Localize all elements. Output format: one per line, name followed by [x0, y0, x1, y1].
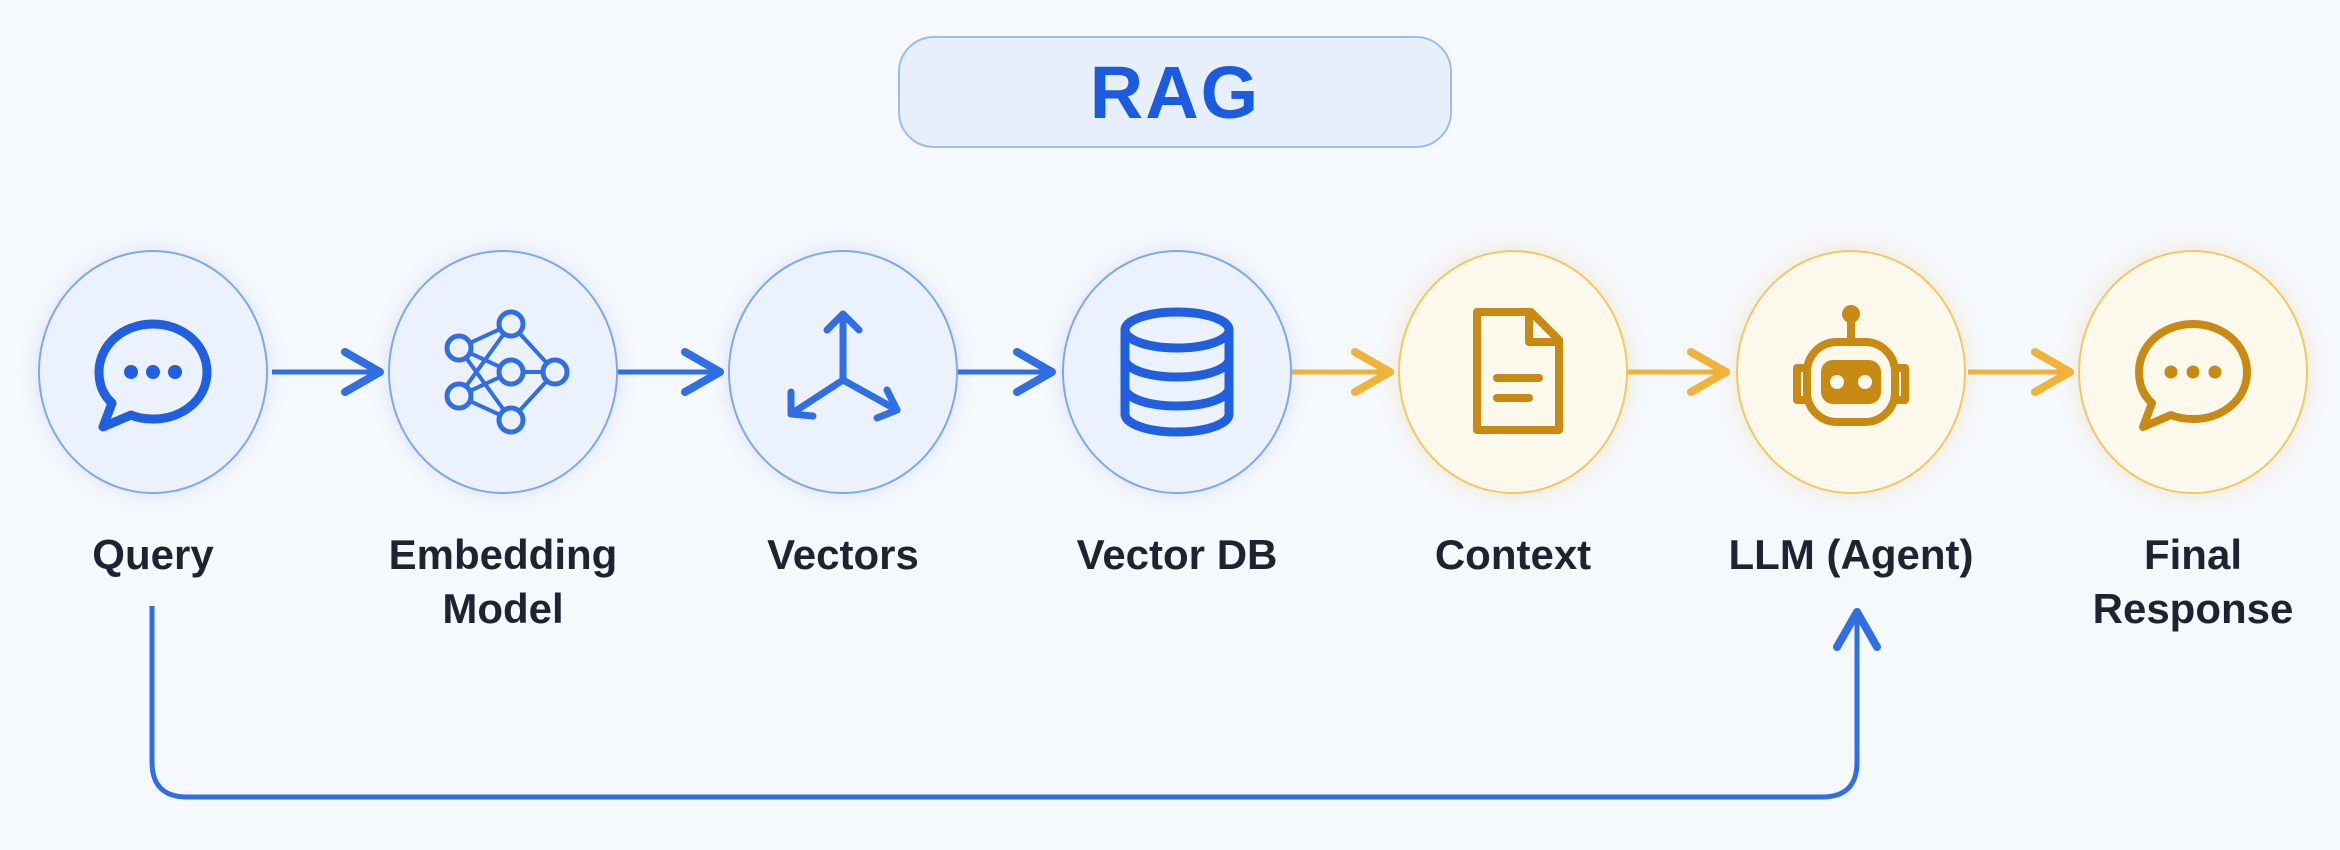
diagram-title: RAG — [1089, 50, 1261, 134]
label-line: Model — [442, 585, 564, 632]
node-vectors — [728, 250, 958, 494]
node-vector-db — [1062, 250, 1292, 494]
node-context — [1398, 250, 1628, 494]
label-line: Embedding — [388, 531, 618, 578]
database-icon — [1120, 307, 1234, 437]
chat-bubble-icon — [94, 319, 212, 432]
label-final-response: Final Response — [2043, 528, 2340, 636]
title-pill: RAG — [898, 36, 1452, 148]
label-line: LLM (Agent) — [1728, 531, 1974, 578]
label-line: Context — [1434, 531, 1592, 578]
label-vector-db: Vector DB — [1027, 528, 1327, 582]
label-query: Query — [3, 528, 303, 582]
label-line: Query — [92, 531, 214, 578]
label-context: Context — [1363, 528, 1663, 582]
robot-icon — [1793, 305, 1909, 426]
document-icon — [1473, 308, 1563, 434]
node-final-response — [2078, 250, 2308, 494]
label-line: Vectors — [767, 531, 919, 578]
neural-network-icon — [444, 309, 570, 435]
label-vectors: Vectors — [693, 528, 993, 582]
arrow-query-to-llm-bypass — [149, 606, 1881, 800]
vector-axes-icon — [787, 310, 901, 422]
label-line: Vector DB — [1076, 531, 1278, 578]
label-llm-agent: LLM (Agent) — [1701, 528, 2001, 582]
chat-bubble-icon — [2135, 320, 2251, 431]
node-llm-agent — [1736, 250, 1966, 494]
label-embedding-model: Embedding Model — [353, 528, 653, 636]
label-line: Final Response — [2092, 531, 2294, 632]
node-query — [38, 250, 268, 494]
node-embedding-model — [388, 250, 618, 494]
